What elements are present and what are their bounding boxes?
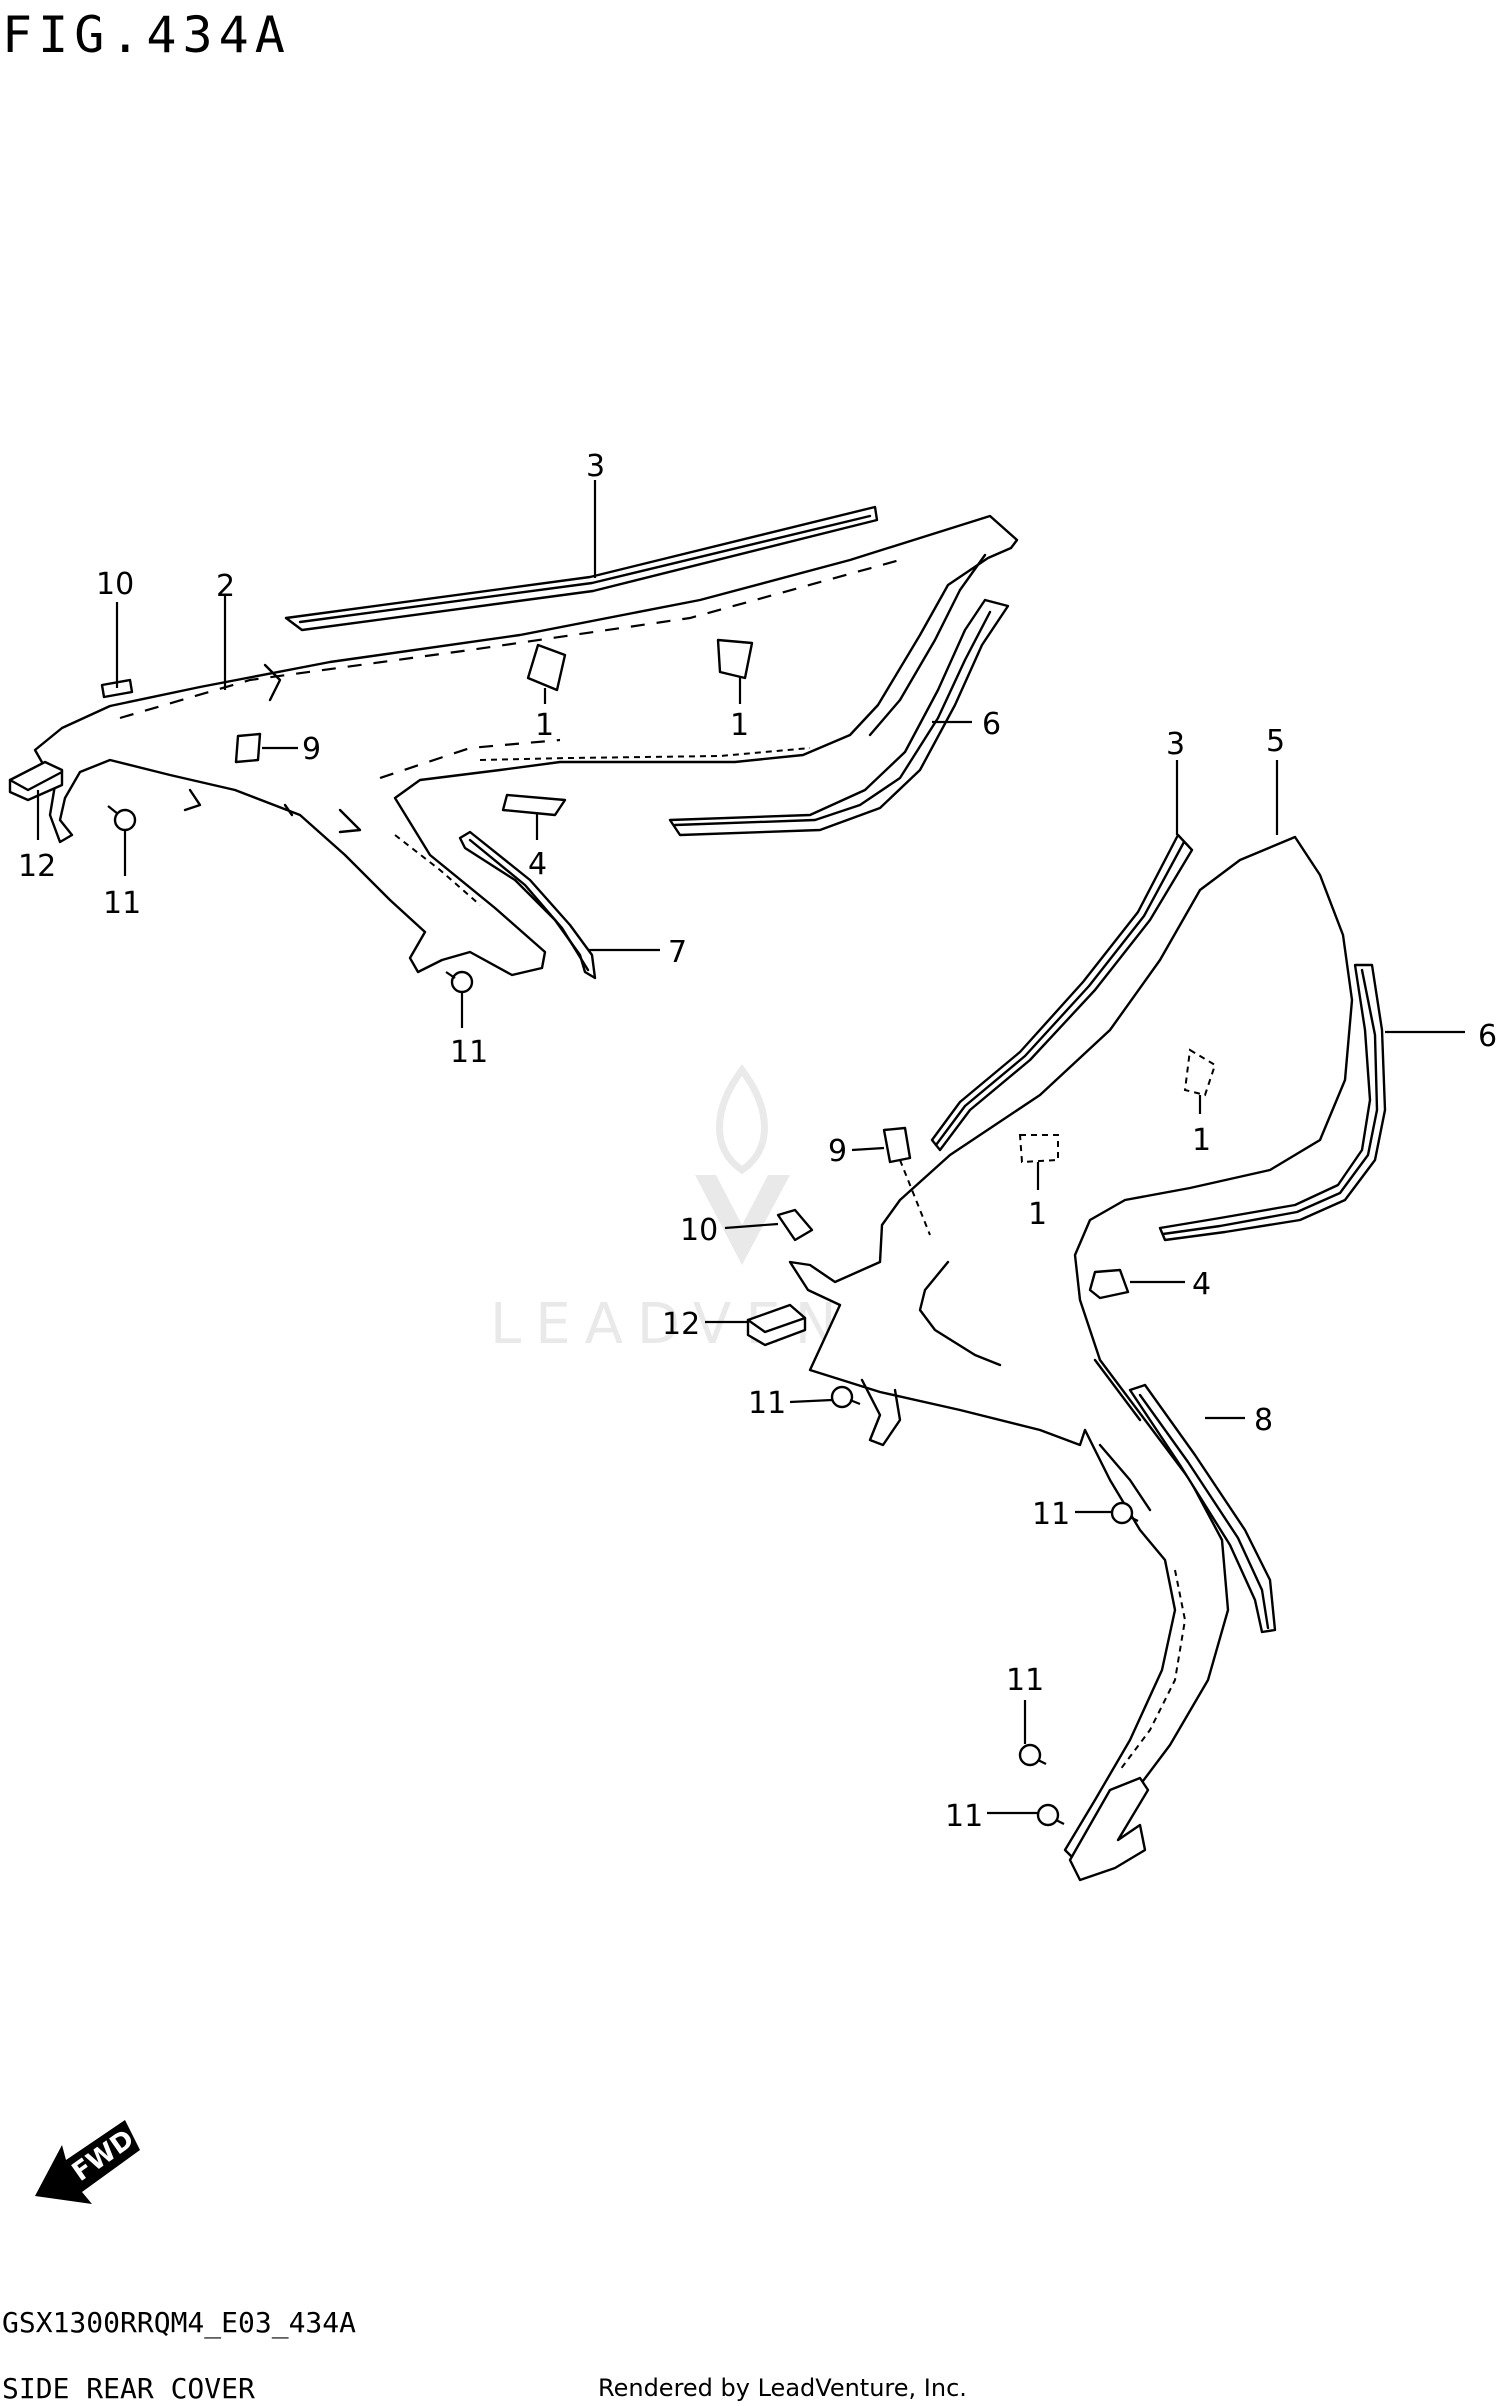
callout-10-upper: 10 xyxy=(96,567,134,602)
leader-lines xyxy=(36,480,1465,1815)
callout-11-d: 11 xyxy=(1032,1497,1070,1532)
callout-11-a: 11 xyxy=(103,886,141,921)
callout-9-lower: 9 xyxy=(828,1134,847,1169)
part-12-pad-upper xyxy=(8,760,64,802)
part-1-pad-b xyxy=(716,638,754,680)
part-1-pad-c xyxy=(1183,1048,1217,1097)
callout-12-upper: 12 xyxy=(18,849,56,884)
model-code: GSX1300RRQM4_E03_434A xyxy=(2,2306,356,2340)
part-2-side-cover-upper xyxy=(33,514,1019,977)
callout-7: 7 xyxy=(668,935,687,970)
part-8-strip xyxy=(1128,1383,1277,1634)
part-10-nut-upper xyxy=(100,678,134,699)
part-11-screw-lower-a xyxy=(830,1385,861,1409)
part-11-screw-upper-b xyxy=(445,970,474,994)
callout-6-upper: 6 xyxy=(982,707,1001,742)
part-9-clip-upper xyxy=(234,732,262,764)
callout-8: 8 xyxy=(1254,1403,1273,1438)
callout-2: 2 xyxy=(216,569,235,604)
callout-6-lower: 6 xyxy=(1478,1019,1497,1054)
callout-3-lower: 3 xyxy=(1166,727,1185,762)
fwd-arrow: FWD xyxy=(35,2120,140,2204)
callout-1-a: 1 xyxy=(535,708,554,743)
part-11-screw-lower-c xyxy=(1018,1743,1047,1767)
part-11-screw-lower-b xyxy=(1110,1501,1139,1525)
callout-1-d: 1 xyxy=(1028,1197,1047,1232)
callout-3-upper: 3 xyxy=(586,449,605,484)
lower-mount-bracket xyxy=(1068,1776,1150,1882)
section-name: SIDE REAR COVER xyxy=(2,2372,255,2405)
part-12-pad-lower xyxy=(746,1303,807,1347)
callout-12-lower: 12 xyxy=(662,1307,700,1342)
v-logo-icon xyxy=(695,1175,790,1265)
callout-10-lower: 10 xyxy=(680,1213,718,1248)
figure-title: FIG.434A xyxy=(2,6,291,64)
render-credit: Rendered by LeadVenture, Inc. xyxy=(598,2374,967,2402)
callout-11-f: 11 xyxy=(945,1799,983,1834)
callout-11-b: 11 xyxy=(450,1035,488,1070)
part-3-trim-strip-lower xyxy=(930,833,1194,1152)
lower-right-assembly xyxy=(746,833,1387,1882)
callout-1-b: 1 xyxy=(730,708,749,743)
part-10-nut-lower xyxy=(776,1208,814,1242)
flame-icon xyxy=(716,1064,768,1175)
callout-4-upper: 4 xyxy=(528,847,547,882)
part-11-screw-upper-a xyxy=(107,805,137,832)
upper-left-assembly xyxy=(8,505,1019,994)
callout-9-upper: 9 xyxy=(302,732,321,767)
fwd-label: FWD xyxy=(67,2124,140,2188)
callout-5: 5 xyxy=(1266,724,1285,759)
part-6-edge-strip-lower xyxy=(1158,963,1387,1242)
callout-11-e: 11 xyxy=(1006,1663,1044,1698)
part-9-clip-lower xyxy=(882,1126,912,1164)
callout-1-c: 1 xyxy=(1192,1123,1211,1158)
part-5-side-cover-lower xyxy=(788,835,1354,1862)
part-11-screw-lower-d xyxy=(1036,1803,1065,1827)
part-3-trim-strip-upper xyxy=(284,505,879,632)
callouts: 3 2 10 1 1 6 9 12 11 4 7 11 3 5 6 1 1 9 … xyxy=(18,449,1497,1834)
part-6-edge-strip-upper xyxy=(668,598,1010,837)
part-1-pad-d xyxy=(1018,1134,1059,1164)
part-1-pad-a xyxy=(526,643,567,692)
part-4-cushion-upper xyxy=(501,793,567,817)
part-4-cushion-lower xyxy=(1088,1268,1130,1300)
callout-4-lower: 4 xyxy=(1192,1267,1211,1302)
fwd-arrow-icon xyxy=(35,2120,140,2204)
part-7-strip xyxy=(458,830,597,980)
callout-11-c: 11 xyxy=(748,1386,786,1421)
